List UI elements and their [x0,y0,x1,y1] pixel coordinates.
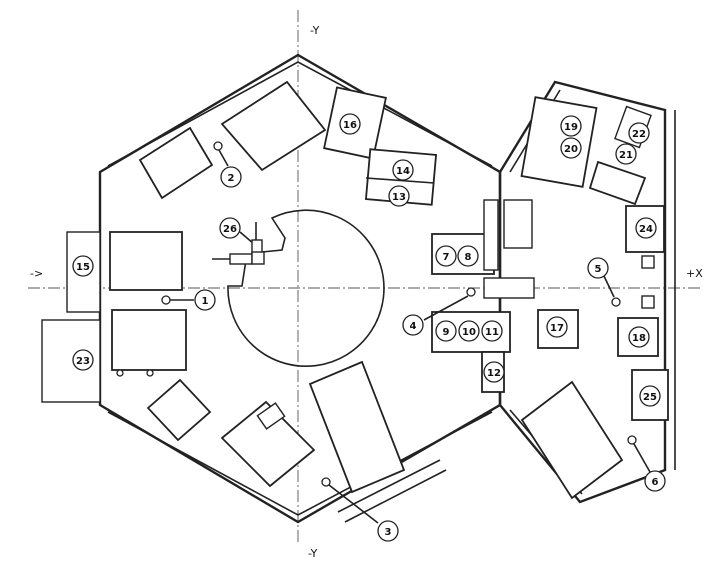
svg-text:16: 16 [343,120,357,131]
equipment-racks [109,80,669,523]
axis-label-left: -> [30,267,43,280]
svg-text:26: 26 [223,224,237,235]
svg-text:3: 3 [385,527,392,538]
axis-label-right: +X [686,267,703,280]
svg-text:6: 6 [652,477,659,488]
svg-text:14: 14 [396,166,410,177]
reference-point-2: 2 [213,141,242,188]
svg-text:22: 22 [632,129,646,140]
svg-text:23: 23 [76,356,90,367]
svg-text:8: 8 [465,252,472,263]
svg-text:20: 20 [564,144,578,155]
axis-label-bottom: -Y [308,547,318,560]
reference-point-3: 3 [321,477,399,542]
svg-text:18: 18 [632,333,646,344]
svg-text:10: 10 [462,327,476,338]
svg-text:2: 2 [228,173,235,184]
reference-point-6: 6 [627,435,666,492]
svg-text:24: 24 [639,224,653,235]
svg-text:19: 19 [564,122,578,133]
svg-text:4: 4 [410,321,417,332]
svg-text:12: 12 [487,368,501,379]
item-labels: 7 8 9 10 11 12 13 14 15 16 17 18 19 20 2… [72,113,661,407]
svg-text:17: 17 [550,323,564,334]
reference-point-4: 4 [402,287,476,336]
svg-text:9: 9 [443,327,450,338]
svg-text:25: 25 [643,392,657,403]
svg-text:5: 5 [595,264,602,275]
reference-point-5: 5 [587,257,621,307]
axis-label-top: -Y [310,24,320,37]
svg-text:15: 15 [76,262,90,273]
item-26-device [212,222,265,265]
reference-point-1: 1 [161,289,216,311]
svg-text:1: 1 [202,296,209,307]
svg-text:13: 13 [392,192,406,203]
svg-text:7: 7 [443,252,450,263]
central-floor-opening [227,209,385,367]
svg-text:11: 11 [485,327,499,338]
svg-text:21: 21 [619,150,633,161]
